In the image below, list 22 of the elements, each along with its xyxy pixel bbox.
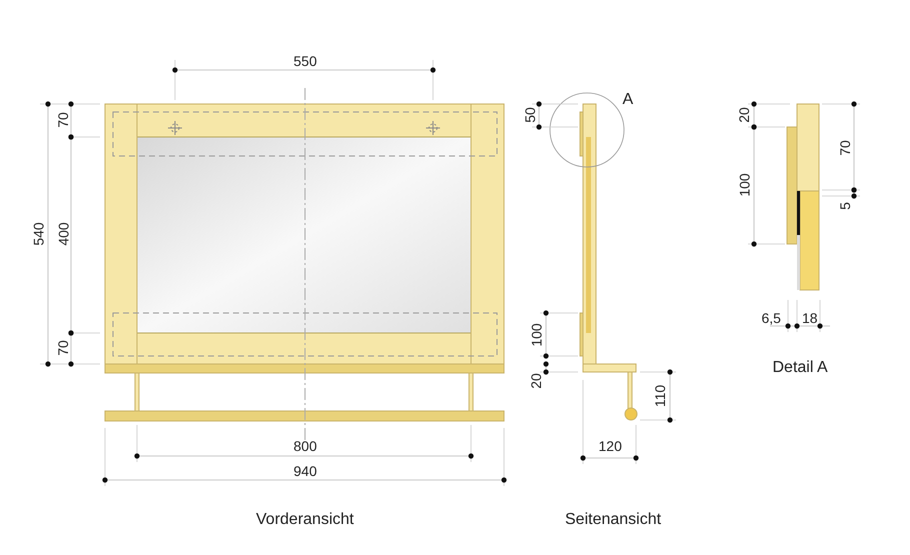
dimension-label: 100 bbox=[528, 323, 544, 347]
dimension-label: 70 bbox=[54, 112, 71, 128]
dimension-label: 100 bbox=[736, 173, 752, 197]
dimension-label: 800 bbox=[294, 438, 317, 454]
dimension-label: 5 bbox=[836, 202, 853, 210]
view-caption: Seitenansicht bbox=[565, 511, 662, 529]
dimension-label: 400 bbox=[55, 222, 72, 246]
dimension-label: 70 bbox=[54, 340, 71, 356]
dimension-label: 540 bbox=[30, 222, 46, 246]
dimension-label: 70 bbox=[836, 140, 853, 156]
dimension-label: 20 bbox=[736, 107, 752, 123]
dimension-label: 6,5 bbox=[762, 310, 781, 326]
dimension-label: 50 bbox=[522, 107, 538, 123]
dimension-label: 110 bbox=[652, 384, 668, 408]
dimension-label: 120 bbox=[598, 438, 622, 454]
view-caption: Detail A bbox=[772, 359, 828, 377]
dimension-label: 20 bbox=[528, 373, 544, 389]
dimension-label: 940 bbox=[294, 463, 317, 479]
view-caption: Vorderansicht bbox=[256, 511, 354, 529]
dimension-label: 18 bbox=[802, 310, 818, 326]
dimension-label: 550 bbox=[294, 53, 317, 69]
detail-marker: A bbox=[622, 91, 634, 109]
